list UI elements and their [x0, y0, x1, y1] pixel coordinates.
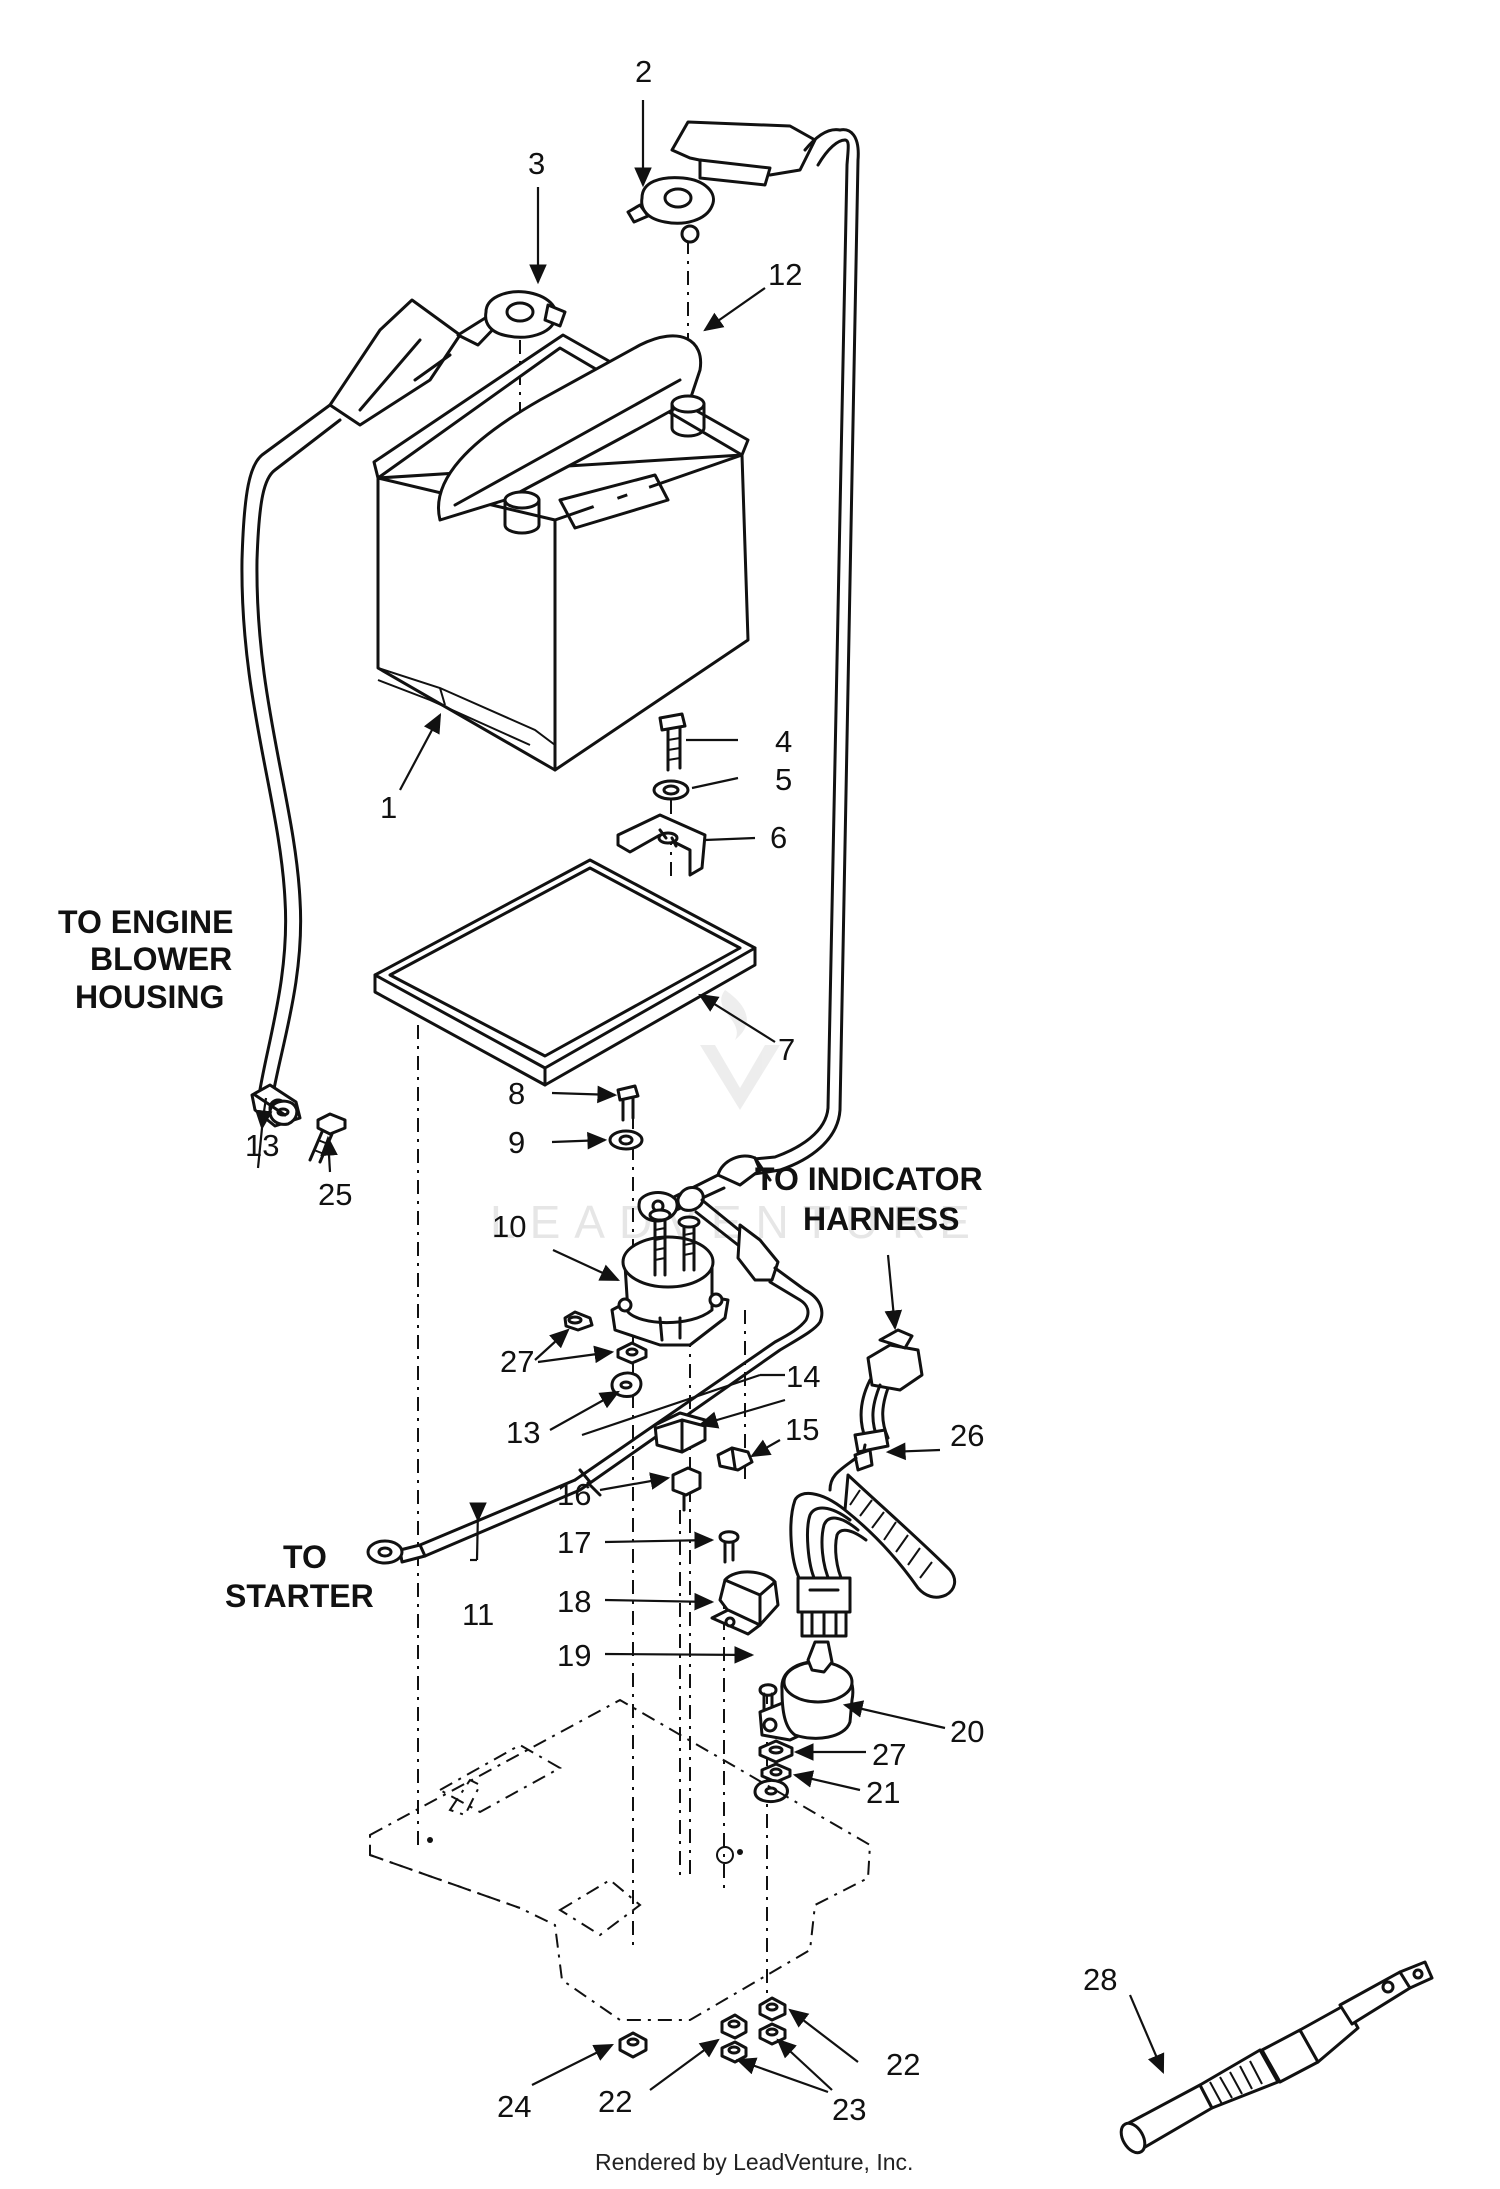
- tray-bolt-washer: [608, 1084, 644, 1151]
- callout-19: 19: [557, 1638, 591, 1673]
- key-switch: [753, 1640, 855, 1804]
- mounting-plate: [369, 1698, 872, 2021]
- callout-10: 10: [492, 1209, 526, 1244]
- footer-credit: Rendered by LeadVenture, Inc.: [595, 2149, 913, 2175]
- starter-solenoid: [610, 1208, 730, 1347]
- callout-14: 14: [786, 1359, 820, 1394]
- leader-lines: [254, 100, 1165, 2094]
- callout-22a: 22: [598, 2084, 632, 2119]
- callout-27a: 27: [500, 1344, 534, 1379]
- label-engine-line2: BLOWER: [90, 941, 232, 977]
- callout-16: 16: [557, 1477, 591, 1512]
- indicator-harness: [789, 1328, 957, 1638]
- switch-parts: [710, 1530, 780, 1714]
- callout-25: 25: [318, 1177, 352, 1212]
- callout-11: 11: [462, 1597, 494, 1632]
- watermark-logo: [700, 990, 780, 1110]
- positive-battery-cable: [626, 120, 860, 1223]
- solenoid-hardware: [563, 1310, 648, 1398]
- callout-9: 9: [508, 1125, 525, 1160]
- callout-4: 4: [775, 724, 792, 759]
- hold-down-hardware: [616, 712, 707, 877]
- label-engine-line3: HOUSING: [75, 979, 224, 1015]
- label-indicator-line1: TO INDICATOR: [755, 1161, 983, 1197]
- callout-20: 20: [950, 1714, 984, 1749]
- callout-18: 18: [557, 1584, 591, 1619]
- callout-23: 23: [832, 2092, 866, 2127]
- callout-28: 28: [1083, 1962, 1117, 1997]
- callout-26: 26: [950, 1418, 984, 1453]
- callout-24: 24: [497, 2089, 531, 2124]
- wire-connector: [1119, 1960, 1434, 2155]
- callout-numbers: 1 2 3 4 5 6 7 8 9 10 11 12 13 13 14 15 1…: [245, 54, 1117, 2127]
- callout-6: 6: [770, 820, 787, 855]
- fuse-parts: [653, 1411, 754, 1512]
- label-indicator-line2: HARNESS: [803, 1201, 959, 1237]
- callout-22b: 22: [886, 2047, 920, 2082]
- callout-5: 5: [775, 762, 792, 797]
- callout-27b: 27: [872, 1737, 906, 1772]
- starter-cable: [366, 1186, 824, 1565]
- battery-tray: [373, 858, 757, 1087]
- callout-15: 15: [785, 1412, 819, 1447]
- callout-12: 12: [768, 257, 802, 292]
- label-starter-line2: STARTER: [225, 1578, 374, 1614]
- label-engine-line1: TO ENGINE: [58, 904, 233, 940]
- callout-13a: 13: [245, 1128, 279, 1163]
- callout-1: 1: [380, 790, 397, 825]
- bottom-nuts: [618, 1996, 787, 2064]
- callout-2: 2: [635, 54, 652, 89]
- callout-21: 21: [866, 1775, 900, 1810]
- callout-7: 7: [778, 1032, 795, 1067]
- label-starter-line1: TO: [283, 1539, 327, 1575]
- callout-13b: 13: [506, 1415, 540, 1450]
- callout-17: 17: [557, 1525, 591, 1560]
- battery: [372, 333, 750, 772]
- destination-labels: TO ENGINE BLOWER HOUSING TO INDICATOR HA…: [58, 904, 983, 1614]
- callout-8: 8: [508, 1076, 525, 1111]
- callout-3: 3: [528, 146, 545, 181]
